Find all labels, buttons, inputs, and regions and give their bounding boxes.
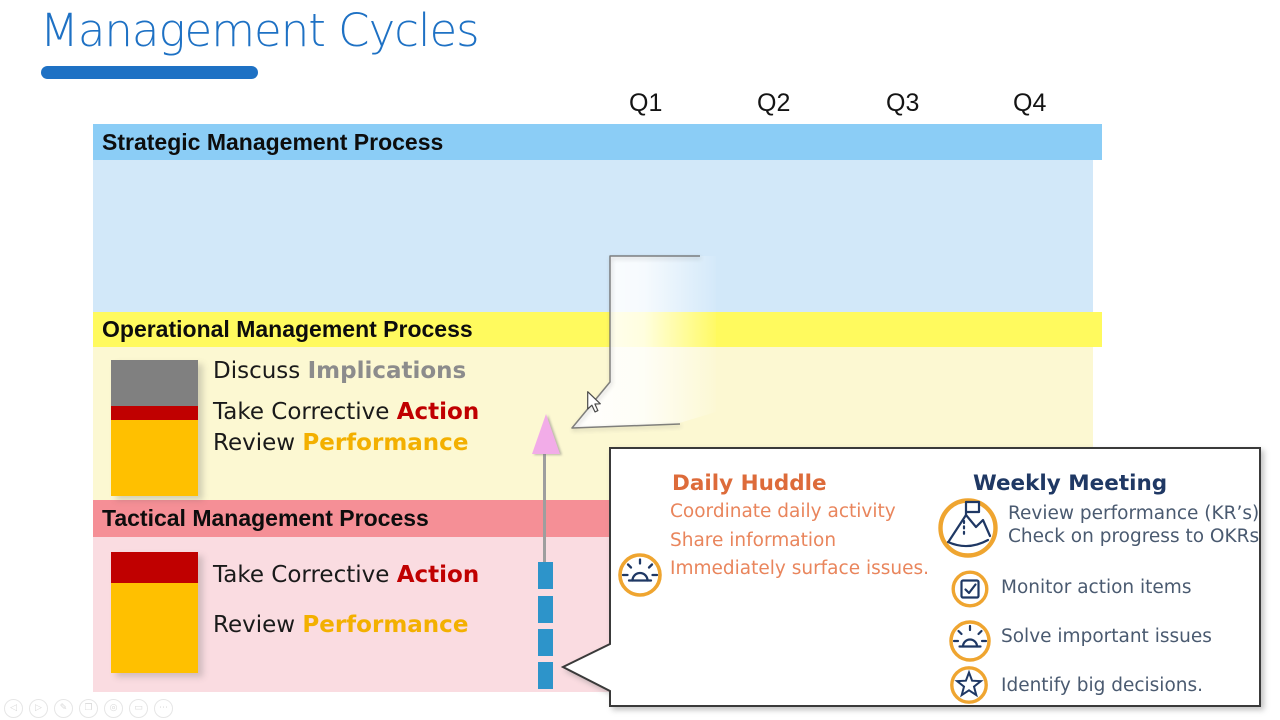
siren-icon xyxy=(618,553,662,597)
zoom-button[interactable]: ◎ xyxy=(104,699,123,718)
quarter-label-q4: Q4 xyxy=(1013,89,1047,117)
page-title: Management Cycles xyxy=(40,4,480,57)
daily-huddle-line: Immediately surface issues. xyxy=(670,558,929,579)
arrow-dash xyxy=(538,596,553,623)
operational-stacked-bar xyxy=(111,360,198,496)
weekly-item-text: Identify big decisions. xyxy=(1001,675,1204,696)
bar-segment-performance xyxy=(111,420,198,496)
weekly-item-text: Review performance (KR’s) Check on progr… xyxy=(1008,503,1260,547)
weekly-item-text: Monitor action items xyxy=(1001,577,1192,598)
operational-step-1: Discuss Implications xyxy=(213,358,467,384)
bar-segment-action xyxy=(111,406,198,420)
more-button[interactable]: ⋯ xyxy=(154,699,173,718)
arrow-head-up xyxy=(532,414,560,454)
play-button[interactable]: ▷ xyxy=(29,699,48,718)
strategic-band xyxy=(93,160,1093,312)
daily-huddle-line: Share information xyxy=(670,530,837,551)
copy-button[interactable]: ❐ xyxy=(79,699,98,718)
title-underline xyxy=(41,66,258,79)
quarter-label-q1: Q1 xyxy=(629,89,663,117)
arrow-dash xyxy=(538,662,553,689)
operational-step-2: Take Corrective Action xyxy=(213,399,480,425)
checkbox-icon xyxy=(951,570,989,608)
previous-button[interactable]: ◁ xyxy=(4,699,23,718)
arrow-stem xyxy=(543,452,546,564)
operational-band-header: Operational Management Process xyxy=(93,312,1102,347)
operational-band-label: Operational Management Process xyxy=(102,316,473,342)
weekly-item-text: Solve important issues xyxy=(1001,626,1212,647)
siren-icon xyxy=(949,620,991,662)
tactical-band-label: Tactical Management Process xyxy=(102,505,429,531)
mountain-flag-icon xyxy=(938,498,998,558)
quarter-label-q3: Q3 xyxy=(886,89,920,117)
strategic-band-label: Strategic Management Process xyxy=(102,128,444,155)
daily-huddle-title: Daily Huddle xyxy=(672,471,827,496)
pen-button[interactable]: ✎ xyxy=(54,699,73,718)
quarter-label-q2: Q2 xyxy=(757,89,791,117)
bar-segment-discuss xyxy=(111,360,198,406)
bar-segment-action xyxy=(111,552,198,583)
tactical-step-1: Take Corrective Action xyxy=(213,562,480,588)
tactical-step-2: Review Performance xyxy=(213,612,469,638)
strategic-band-header: Strategic Management Process xyxy=(93,124,1102,160)
tactical-stacked-bar xyxy=(111,552,198,673)
operational-step-3: Review Performance xyxy=(213,430,469,456)
star-icon xyxy=(950,666,988,704)
bar-segment-performance xyxy=(111,583,198,673)
arrow-dash xyxy=(538,629,553,656)
arrow-dash xyxy=(538,562,553,589)
screen-button[interactable]: ▭ xyxy=(129,699,148,718)
mouse-cursor xyxy=(587,391,601,413)
daily-huddle-line: Coordinate daily activity xyxy=(670,501,896,522)
weekly-meeting-title: Weekly Meeting xyxy=(973,471,1168,496)
